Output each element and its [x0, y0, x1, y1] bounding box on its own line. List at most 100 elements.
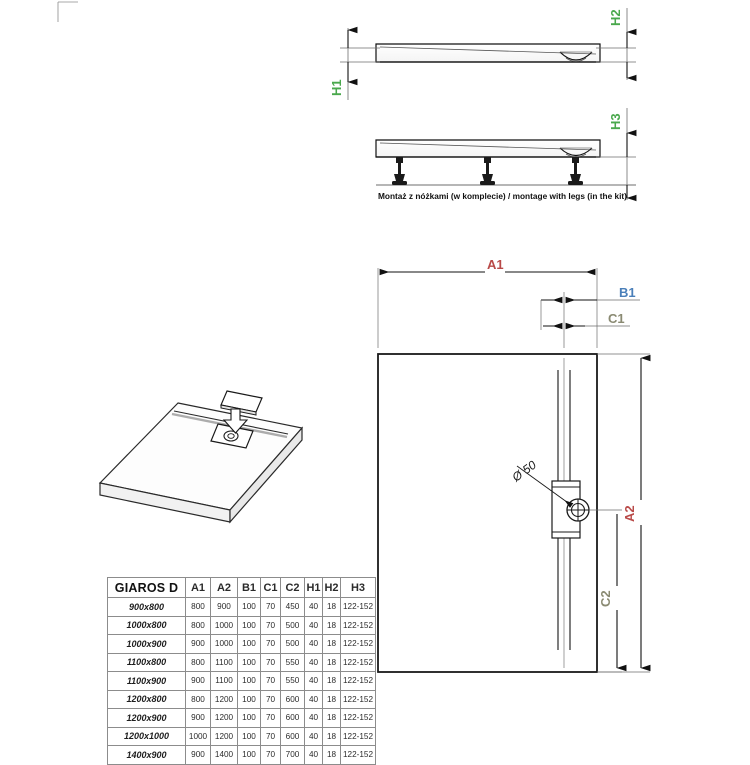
table-cell-value: 800 — [185, 689, 211, 709]
table-cell-model: 1100x800 — [107, 652, 186, 672]
table-cell-value: 1100 — [210, 671, 238, 691]
table-cell-value: 70 — [260, 745, 281, 765]
table-cell-value: 18 — [322, 597, 341, 617]
table-cell-value: 1000 — [210, 615, 238, 635]
table-cell-value: 40 — [304, 652, 323, 672]
side-view-profile — [340, 43, 636, 63]
side-view-with-legs — [375, 139, 636, 186]
table-cell-value: 18 — [322, 726, 341, 746]
table-cell-model: 900x800 — [107, 597, 186, 617]
table-cell-value: 1200 — [210, 708, 238, 728]
table-cell-value: 18 — [322, 708, 341, 728]
table-header-h1: H1 — [304, 577, 323, 598]
isometric-tray-view — [98, 390, 304, 524]
table-cell-value: 100 — [237, 726, 261, 746]
table-cell-value: 100 — [237, 652, 261, 672]
table-cell-value: 122-152 — [340, 708, 376, 728]
table-cell-value: 40 — [304, 745, 323, 765]
table-cell-value: 70 — [260, 726, 281, 746]
table-cell-model: 1400x900 — [107, 745, 186, 765]
table-cell-value: 800 — [185, 597, 211, 617]
table-cell-value: 1400 — [210, 745, 238, 765]
table-cell-value: 900 — [185, 634, 211, 654]
table-cell-value: 450 — [280, 597, 305, 617]
table-cell-value: 100 — [237, 708, 261, 728]
dimension-label-c2: C2 — [598, 590, 613, 607]
drain-cover-plate — [220, 390, 263, 416]
table-header-a2: A2 — [210, 577, 238, 598]
table-cell-value: 122-152 — [340, 615, 376, 635]
table-cell-value: 18 — [322, 745, 341, 765]
dimension-c1: C1 — [540, 300, 630, 330]
table-cell-value: 18 — [322, 634, 341, 654]
table-cell-value: 600 — [280, 689, 305, 709]
table-cell-value: 800 — [185, 615, 211, 635]
table-cell-value: 900 — [185, 745, 211, 765]
table-cell-value: 550 — [280, 671, 305, 691]
dimension-label-a2: A2 — [622, 505, 637, 522]
table-cell-value: 100 — [237, 689, 261, 709]
table-cell-model: 1000x800 — [107, 615, 186, 635]
table-cell-model: 1200x800 — [107, 689, 186, 709]
sheet-corner-mark — [57, 1, 78, 22]
table-cell-value: 550 — [280, 652, 305, 672]
dimension-c2: C2 — [590, 509, 627, 673]
table-cell-value: 122-152 — [340, 597, 376, 617]
table-header-h3: H3 — [340, 577, 376, 598]
table-cell-value: 40 — [304, 671, 323, 691]
dimension-b1: B1 — [541, 285, 640, 348]
table-cell-value: 700 — [280, 745, 305, 765]
table-cell-value: 40 — [304, 708, 323, 728]
table-cell-value: 40 — [304, 615, 323, 635]
table-cell-value: 100 — [237, 634, 261, 654]
dimension-label-h1: H1 — [329, 79, 344, 96]
table-cell-value: 600 — [280, 708, 305, 728]
drain-outlet — [566, 498, 590, 522]
table-header-row: GIAROS D A1 A2 B1 C1 C2 H1 H2 H3 — [107, 577, 376, 598]
table-cell-value: 122-152 — [340, 652, 376, 672]
table-cell-value: 70 — [260, 615, 281, 635]
dimension-label-c1: C1 — [608, 311, 625, 326]
table-cell-value: 100 — [237, 671, 261, 691]
table-header-c1: C1 — [260, 577, 281, 598]
dimension-label-h3: H3 — [608, 113, 623, 130]
dimension-h3: H3 — [608, 108, 637, 202]
table-header-b1: B1 — [237, 577, 261, 598]
table-cell-value: 40 — [304, 634, 323, 654]
table-cell-value: 40 — [304, 597, 323, 617]
assembly-arrow-icon — [222, 408, 249, 434]
table-cell-value: 122-152 — [340, 689, 376, 709]
table-cell-value: 122-152 — [340, 726, 376, 746]
table-header-c2: C2 — [280, 577, 305, 598]
side-view-caption: Montaż z nóżkami (w komplecie) / montage… — [378, 191, 627, 201]
table-cell-value: 900 — [210, 597, 238, 617]
table-cell-value: 70 — [260, 708, 281, 728]
table-header-a1: A1 — [185, 577, 211, 598]
dimension-label-a1: A1 — [487, 257, 504, 272]
table-cell-value: 70 — [260, 652, 281, 672]
table-cell-value: 40 — [304, 689, 323, 709]
table-cell-value: 100 — [237, 597, 261, 617]
table-cell-value: 1100 — [210, 652, 238, 672]
table-cell-value: 70 — [260, 597, 281, 617]
table-cell-model: 1200x1000 — [107, 726, 186, 746]
table-cell-value: 70 — [260, 634, 281, 654]
table-cell-value: 40 — [304, 726, 323, 746]
table-cell-value: 18 — [322, 671, 341, 691]
table-cell-model: 1100x900 — [107, 671, 186, 691]
table-cell-model: 1200x900 — [107, 708, 186, 728]
support-leg — [392, 157, 407, 185]
table-cell-value: 122-152 — [340, 671, 376, 691]
table-cell-value: 900 — [185, 708, 211, 728]
support-leg — [480, 157, 495, 185]
table-cell-value: 18 — [322, 689, 341, 709]
